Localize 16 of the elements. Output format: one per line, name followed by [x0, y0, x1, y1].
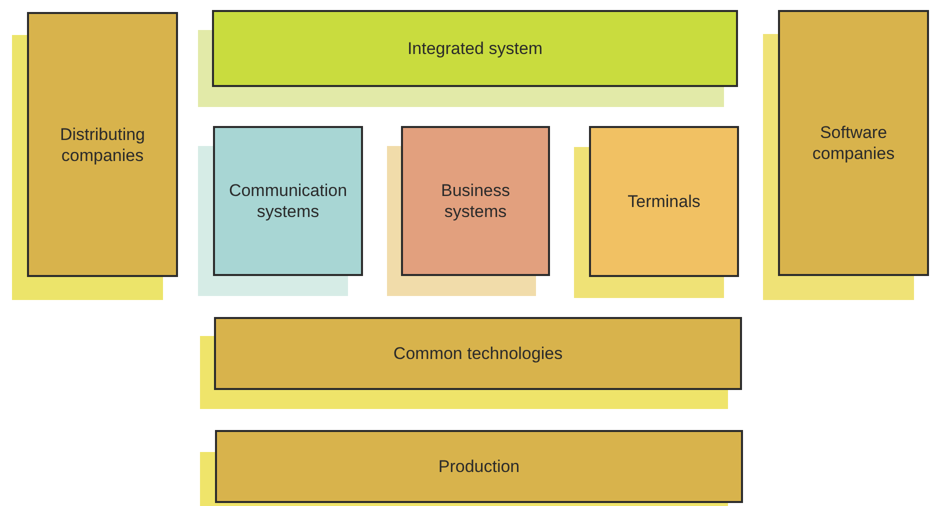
- block-label: Software companies: [811, 122, 896, 164]
- block: [27, 12, 178, 277]
- block-label: Common technologies: [392, 343, 564, 364]
- block: [589, 126, 739, 277]
- block: [213, 126, 363, 276]
- block-label: Business systems: [440, 180, 511, 222]
- block: [401, 126, 550, 276]
- block: [214, 317, 742, 390]
- block: [778, 10, 929, 276]
- block-label: Communication systems: [228, 180, 348, 222]
- block-label: Production: [437, 456, 521, 477]
- block-label: Terminals: [626, 191, 702, 212]
- block: [215, 430, 743, 503]
- block: [212, 10, 738, 87]
- block-label: Distributing companies: [58, 124, 146, 166]
- block-label: Integrated system: [406, 38, 544, 59]
